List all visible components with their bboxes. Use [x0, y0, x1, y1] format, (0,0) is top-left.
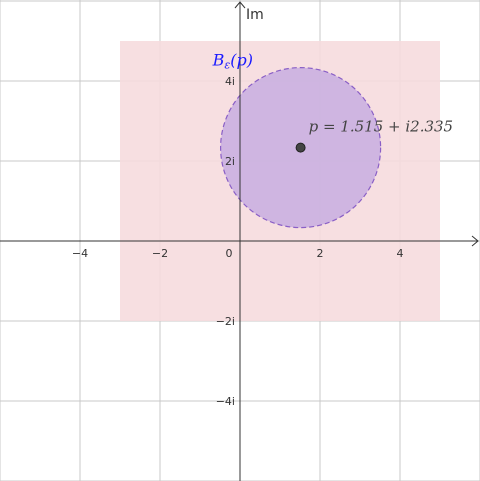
y-tick-label: −2i	[216, 315, 235, 328]
x-tick-label: 0	[226, 247, 233, 260]
y-tick-label: 2i	[225, 155, 235, 168]
disk-label-sub: ε	[224, 59, 230, 72]
disk-label-arg: (p)	[230, 51, 253, 70]
x-tick-label: −2	[152, 247, 168, 260]
x-tick-label: 4	[397, 247, 404, 260]
x-tick-label: −4	[72, 247, 88, 260]
disk-label: Bε(p)	[212, 51, 253, 72]
x-tick-label: 2	[317, 247, 324, 260]
y-tick-label: −4i	[216, 395, 235, 408]
y-tick-label: 4i	[225, 75, 235, 88]
imaginary-axis-arrow	[234, 1, 246, 9]
tick-labels: −4 −2 0 2 4 4i 2i −2i −4i	[72, 75, 404, 408]
disk-label-main: B	[212, 51, 225, 70]
imaginary-axis-label: Im	[246, 7, 264, 23]
point-label: p = 1.515 + i2.335	[309, 118, 454, 136]
point-p[interactable]	[295, 142, 306, 153]
real-axis-arrow	[471, 235, 479, 247]
